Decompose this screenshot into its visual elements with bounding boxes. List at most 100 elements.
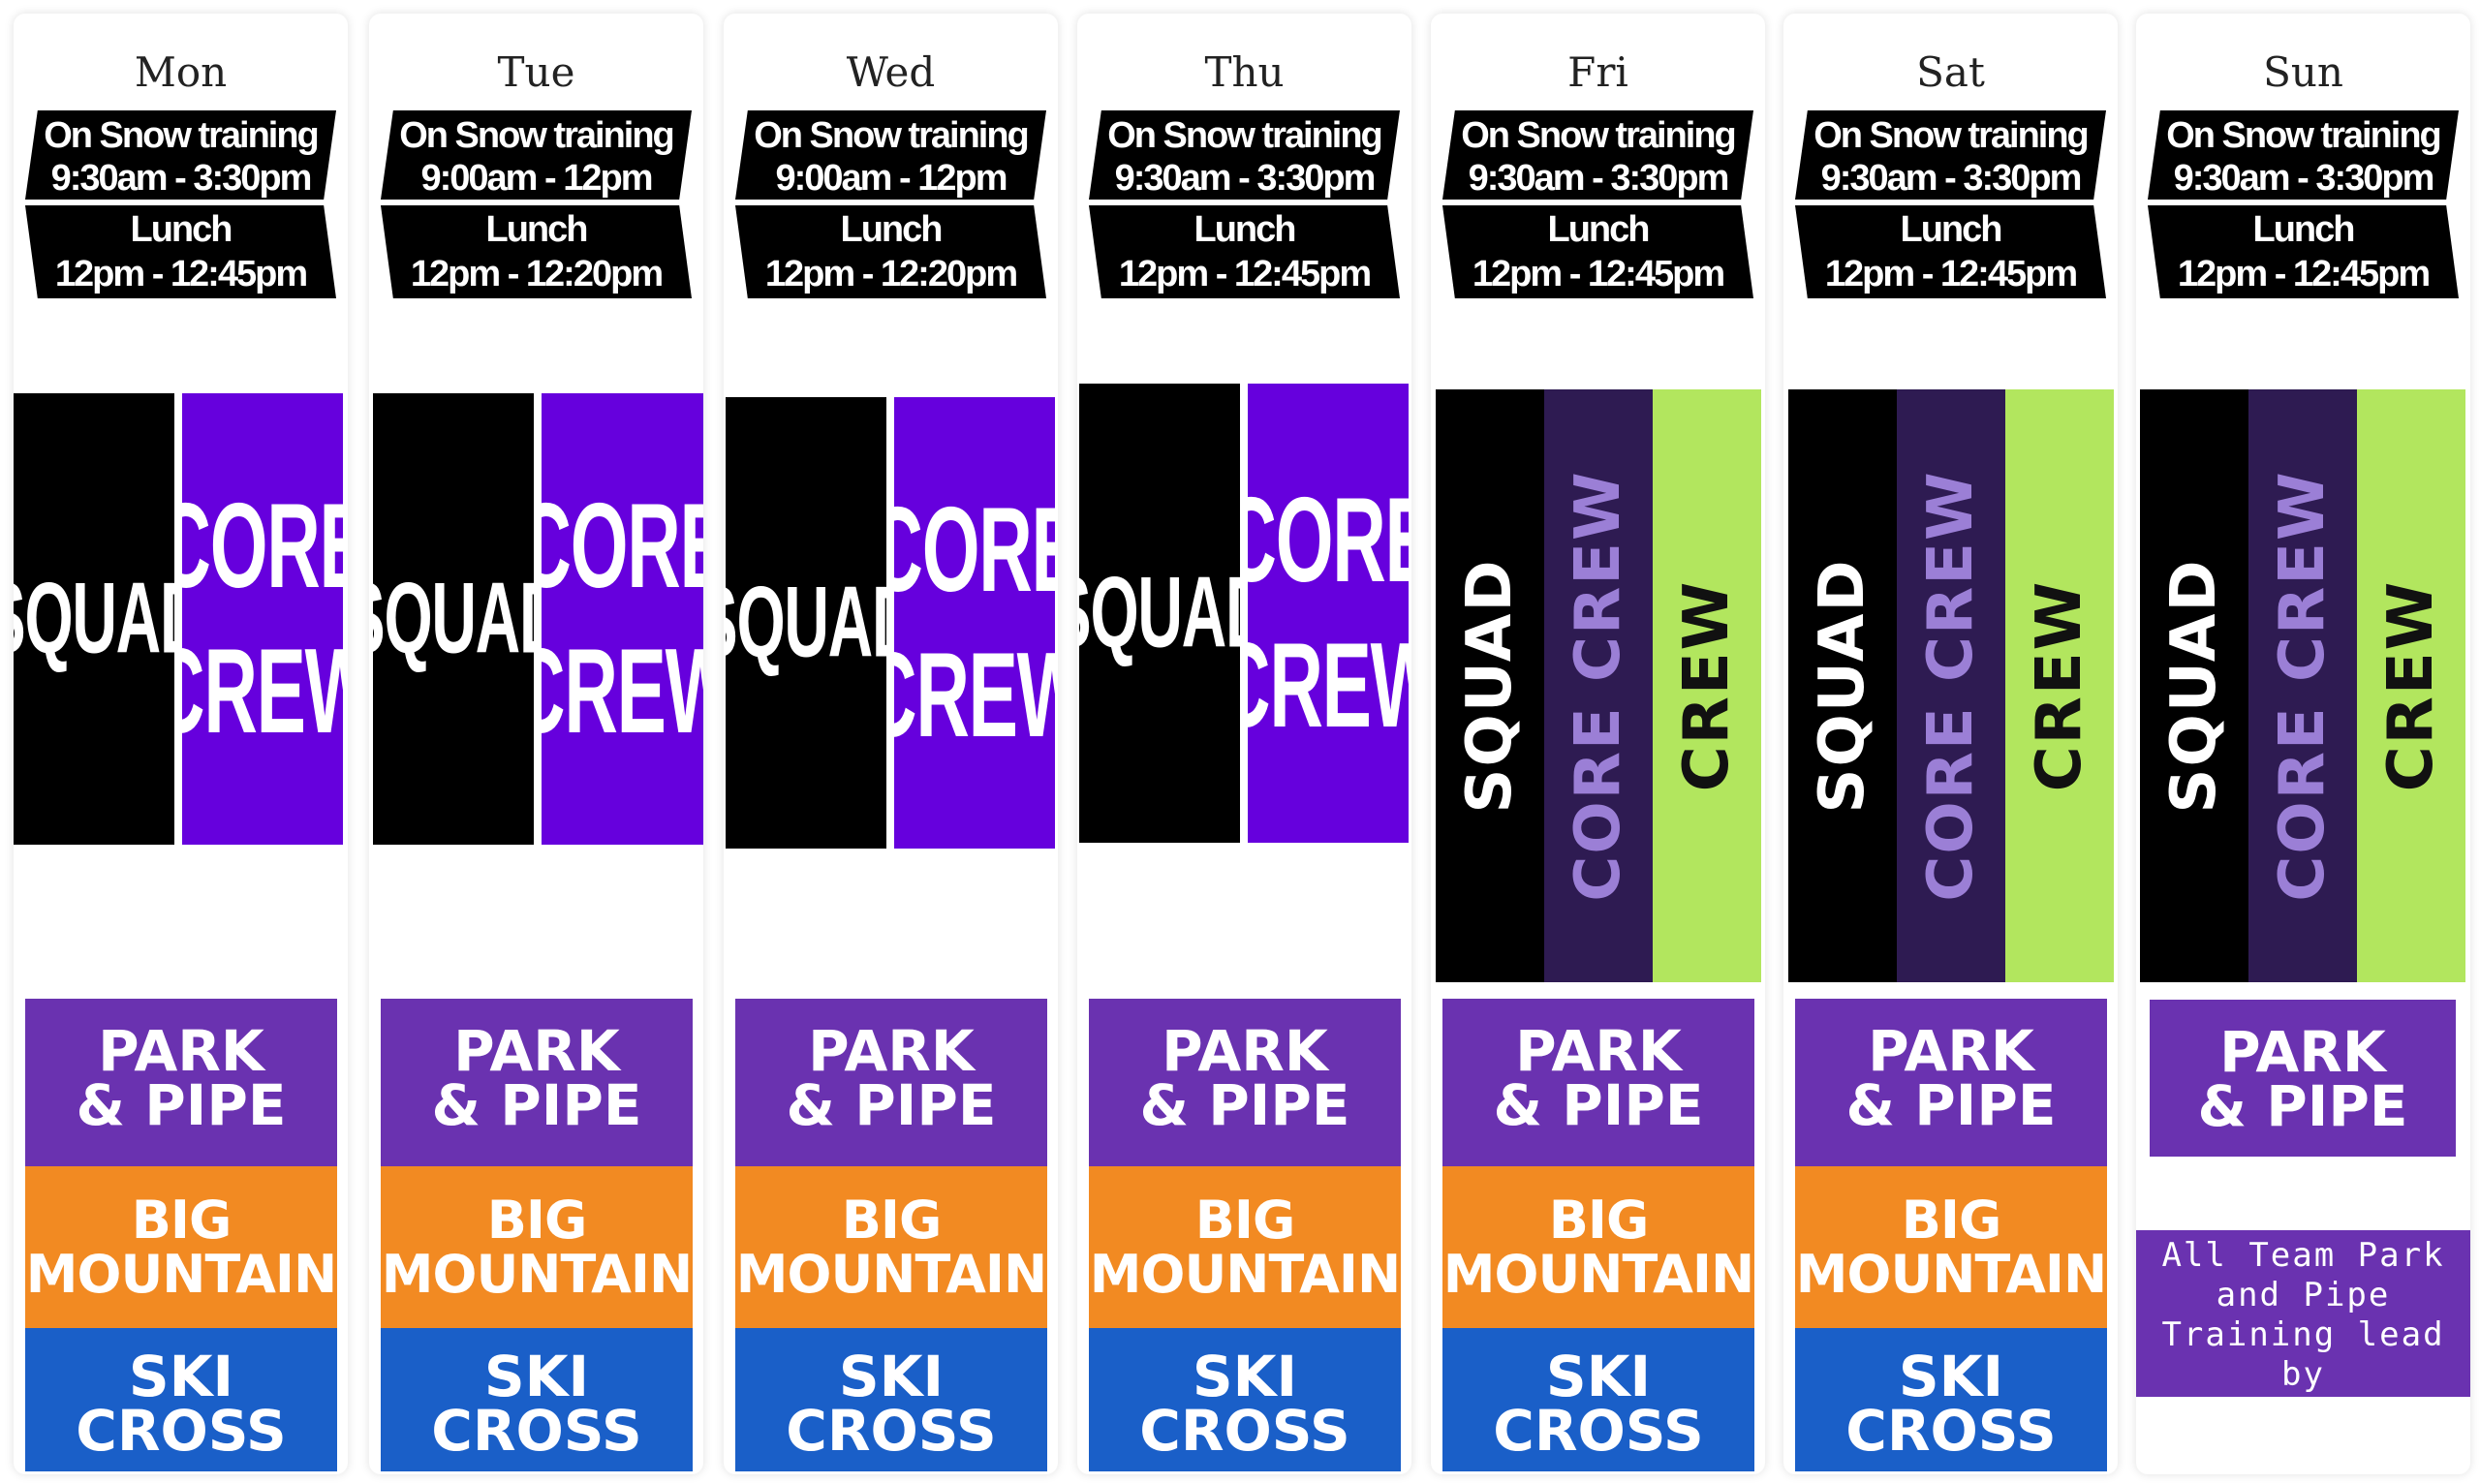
squad-label: SQUAD — [14, 562, 174, 675]
core-crew-label: CORE CREW — [1248, 474, 1409, 753]
park-pipe-block: PARK& PIPE — [735, 999, 1047, 1166]
lunch-banner: Lunch 12pm - 12:20pm — [381, 205, 692, 298]
park-pipe-block: PARK& PIPE — [1795, 999, 2107, 1166]
lunch-time: 12pm - 12:45pm — [1118, 254, 1372, 294]
training-label: On Snow training — [1814, 115, 2090, 156]
day-column-thu: Thu On Snow training 9:30am - 3:30pm Lun… — [1077, 14, 1411, 1474]
park-pipe-block: PARK& PIPE — [1089, 999, 1401, 1166]
training-hours: 9:00am - 12pm — [420, 158, 653, 199]
team-blocks: SQUAD CORE CREW CREW — [1436, 389, 1761, 982]
team-blocks: SQUAD CORE CREW CREW — [1788, 389, 2114, 982]
day-name: Wed — [846, 48, 936, 96]
training-hours: 9:30am - 3:30pm — [1468, 158, 1730, 199]
squad-block: SQUAD — [373, 393, 534, 845]
core-crew-block: CORE CREW — [1544, 389, 1653, 982]
park-pipe-block: PARK& PIPE — [2150, 1000, 2456, 1157]
training-banner: On Snow training 9:30am - 3:30pm — [1442, 110, 1753, 200]
lunch-banner: Lunch 12pm - 12:45pm — [25, 205, 336, 298]
core-crew-label: CORE CREW — [182, 479, 343, 758]
lunch-label: Lunch — [1194, 209, 1297, 250]
day-name: Sun — [2263, 48, 2343, 96]
lunch-time: 12pm - 12:45pm — [1472, 254, 1725, 294]
crew-label: CREW — [2375, 579, 2447, 792]
lunch-time: 12pm - 12:45pm — [2177, 254, 2431, 294]
training-banner: On Snow training 9:00am - 12pm — [381, 110, 692, 200]
day-column-sun: Sun On Snow training 9:30am - 3:30pm Lun… — [2136, 14, 2470, 1474]
squad-block: SQUAD — [14, 393, 174, 845]
day-name: Thu — [1204, 48, 1285, 96]
lunch-label: Lunch — [1547, 209, 1651, 250]
team-blocks: SQUAD CORE CREW — [369, 393, 703, 845]
core-crew-label: CORE CREW — [542, 479, 703, 758]
day-column-sat: Sat On Snow training 9:30am - 3:30pm Lun… — [1783, 14, 2118, 1474]
training-banner: On Snow training 9:30am - 3:30pm — [2148, 110, 2459, 200]
squad-label: SQUAD — [1807, 558, 1878, 814]
training-label: On Snow training — [44, 115, 320, 156]
training-label: On Snow training — [1461, 115, 1737, 156]
day-column-fri: Fri On Snow training 9:30am - 3:30pm Lun… — [1431, 14, 1765, 1474]
training-hours: 9:30am - 3:30pm — [2173, 158, 2435, 199]
squad-label: SQUAD — [1079, 556, 1240, 669]
park-pipe-block: PARK& PIPE — [1442, 999, 1754, 1166]
crew-label: CREW — [1671, 579, 1743, 792]
team-blocks: SQUAD CORE CREW — [14, 393, 348, 845]
squad-label: SQUAD — [373, 562, 534, 675]
training-hours: 9:30am - 3:30pm — [50, 158, 313, 199]
training-banner: On Snow training 9:00am - 12pm — [735, 110, 1046, 200]
crew-block: CREW — [1653, 389, 1761, 982]
training-hours: 9:00am - 12pm — [775, 158, 1008, 199]
core-crew-block: CORE CREW — [2248, 389, 2357, 982]
sunday-note: All Team Park and Pipe Training lead by … — [2136, 1230, 2470, 1434]
squad-label: SQUAD — [1454, 558, 1526, 814]
lunch-label: Lunch — [1900, 209, 2003, 250]
day-column-tue: Tue On Snow training 9:00am - 12pm Lunch… — [369, 14, 703, 1474]
training-banner: On Snow training 9:30am - 3:30pm — [25, 110, 336, 200]
core-crew-block: CORE CREW — [182, 393, 343, 845]
squad-label: SQUAD — [726, 566, 886, 679]
team-blocks: SQUAD CORE CREW — [724, 397, 1058, 849]
core-crew-block: CORE CREW — [1897, 389, 2005, 982]
day-column-wed: Wed On Snow training 9:00am - 12pm Lunch… — [724, 14, 1058, 1474]
crew-block: CREW — [2005, 389, 2114, 982]
lunch-banner: Lunch 12pm - 12:45pm — [2148, 205, 2459, 298]
squad-block: SQUAD — [1436, 389, 1544, 982]
core-crew-block: CORE CREW — [1248, 384, 1409, 843]
day-name: Fri — [1567, 48, 1628, 96]
day-name: Mon — [134, 48, 228, 96]
training-hours: 9:30am - 3:30pm — [1114, 158, 1377, 199]
lunch-banner: Lunch 12pm - 12:45pm — [1089, 205, 1400, 298]
lunch-label: Lunch — [840, 209, 944, 250]
training-label: On Snow training — [2166, 115, 2442, 156]
park-pipe-block: PARK& PIPE — [25, 999, 337, 1166]
lunch-label: Lunch — [2252, 209, 2356, 250]
crew-block: CREW — [2357, 389, 2465, 982]
core-crew-label: CORE CREW — [894, 483, 1055, 762]
squad-block: SQUAD — [1788, 389, 1897, 982]
lunch-banner: Lunch 12pm - 12:45pm — [1442, 205, 1753, 298]
squad-block: SQUAD — [726, 397, 886, 849]
team-blocks: SQUAD CORE CREW — [1077, 384, 1411, 843]
lunch-time: 12pm - 12:20pm — [764, 254, 1018, 294]
team-blocks: SQUAD CORE CREW CREW — [2140, 389, 2465, 982]
core-crew-label: CORE CREW — [1915, 470, 1987, 902]
lunch-time: 12pm - 12:45pm — [1824, 254, 2078, 294]
squad-label: SQUAD — [2158, 558, 2230, 814]
day-name: Sat — [1916, 48, 1985, 96]
core-crew-block: CORE CREW — [542, 393, 703, 845]
squad-block: SQUAD — [1079, 384, 1240, 843]
core-crew-block: CORE CREW — [894, 397, 1055, 849]
lunch-time: 12pm - 12:20pm — [410, 254, 664, 294]
training-hours: 9:30am - 3:30pm — [1820, 158, 2083, 199]
training-banner: On Snow training 9:30am - 3:30pm — [1089, 110, 1400, 200]
crew-label: CREW — [2024, 579, 2095, 792]
